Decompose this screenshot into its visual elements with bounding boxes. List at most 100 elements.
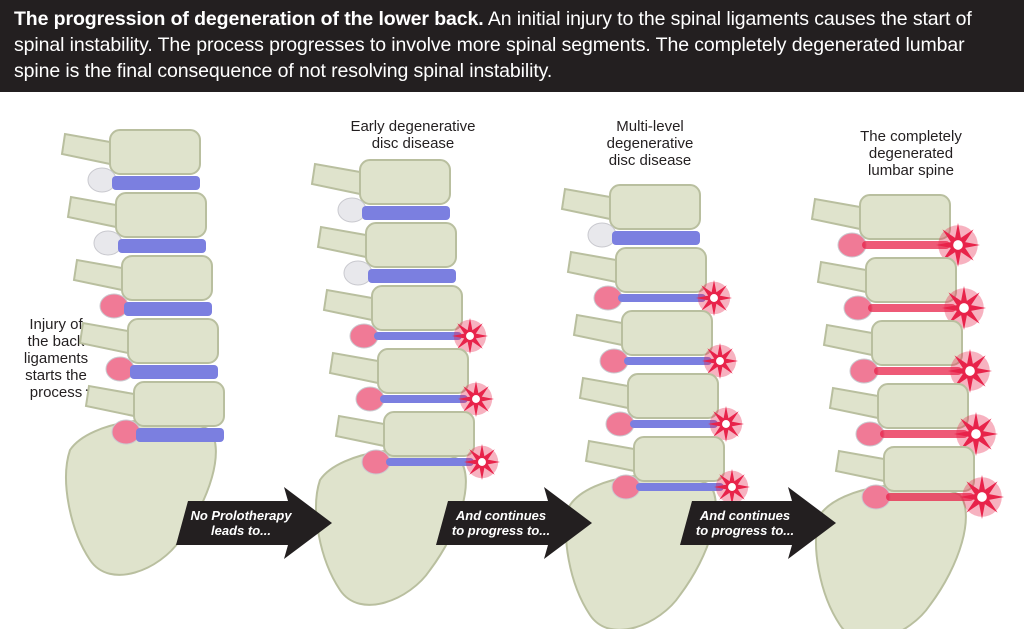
stage-label-line: The completely	[860, 128, 962, 145]
intervertebral-disc	[362, 206, 450, 220]
stage-label-complete: The completely degenerated lumbar spine	[826, 128, 996, 179]
injury-label-line: the back	[27, 333, 85, 350]
stage-label-line: degenerated	[868, 145, 954, 162]
intervertebral-disc	[368, 269, 456, 283]
stage-label-multilevel: Multi-level degenerative disc disease	[570, 118, 730, 169]
intervertebral-disc	[124, 302, 212, 316]
spine-healthy	[60, 129, 225, 576]
inflammation-core	[466, 332, 474, 340]
vertebra-process	[578, 376, 629, 410]
inflammation-burst-icon	[458, 381, 494, 417]
inflammation-burst-icon	[948, 349, 992, 393]
intervertebral-disc	[112, 176, 200, 190]
intervertebral-disc	[618, 294, 706, 302]
vertebra-body	[633, 436, 725, 482]
inflammation-burst-icon	[464, 444, 500, 480]
vertebra-body	[609, 184, 701, 230]
facet-ligament	[349, 323, 379, 349]
sacrum	[815, 483, 967, 629]
spine-early-degeneration	[310, 159, 500, 606]
stage-label-line: Multi-level	[616, 118, 684, 135]
stage-label-line: disc disease	[371, 135, 455, 152]
intervertebral-disc	[136, 428, 224, 442]
vertebra-process	[584, 439, 635, 473]
vertebra-body	[883, 446, 975, 492]
inflammation-core	[965, 366, 975, 376]
facet-ligament	[93, 230, 123, 256]
arrow-shape-icon	[436, 487, 592, 559]
intervertebral-disc	[612, 231, 700, 245]
vertebra-body	[871, 320, 963, 366]
inflammation-core	[710, 294, 718, 302]
intervertebral-disc	[386, 458, 474, 466]
vertebra-body	[859, 194, 951, 240]
facet-ligament	[837, 232, 867, 258]
vertebra-body	[877, 383, 969, 429]
vertebra-body	[865, 257, 957, 303]
inflammation-burst-icon	[960, 475, 1004, 519]
vertebra-process	[78, 321, 129, 355]
spine-multilevel-degeneration	[560, 184, 750, 629]
arrow-text-line: No Prolotherapy	[190, 508, 292, 523]
vertebra-body	[383, 411, 475, 457]
vertebra-process	[310, 162, 361, 196]
vertebra-body	[127, 318, 219, 364]
inflammation-burst-icon	[954, 412, 998, 456]
facet-ligament	[337, 197, 367, 223]
vertebra-body	[359, 159, 451, 205]
intervertebral-disc	[118, 239, 206, 253]
inflammation-core	[977, 492, 987, 502]
vertebra-process	[66, 195, 117, 229]
inflammation-core	[728, 483, 736, 491]
facet-ligament	[355, 386, 385, 412]
spine-complete-degeneration	[810, 194, 1004, 629]
arrow-shape-icon	[176, 487, 332, 559]
arrow-text-line: And continues	[455, 508, 547, 523]
inflammation-core	[971, 429, 981, 439]
intervertebral-disc	[862, 241, 950, 249]
facet-ligament	[849, 358, 879, 384]
intervertebral-disc	[874, 367, 962, 375]
intervertebral-disc	[636, 483, 724, 491]
intervertebral-disc	[630, 420, 718, 428]
facet-ligament	[843, 295, 873, 321]
caption-header: The progression of degeneration of the l…	[0, 0, 1024, 92]
facet-ligament	[111, 419, 141, 445]
vertebra-process	[60, 132, 111, 166]
intervertebral-disc	[374, 332, 462, 340]
injury-label: Injury of the back ligaments starts the …	[8, 316, 104, 401]
facet-ligament	[87, 167, 117, 193]
vertebra-process	[810, 197, 861, 231]
injury-label-line: ligaments	[23, 350, 89, 367]
stage-label-line: disc disease	[608, 152, 692, 169]
arrow-text: No Prolotherapy leads to...	[176, 487, 306, 559]
inflammation-core	[478, 458, 486, 466]
caption-body: An initial injury to the spinal ligament…	[14, 8, 972, 82]
inflammation-core	[472, 395, 480, 403]
progression-arrow-1: No Prolotherapy leads to...	[176, 487, 334, 559]
inflammation-core	[959, 303, 969, 313]
facet-ligament	[861, 484, 891, 510]
vertebra-process	[560, 187, 611, 221]
facet-ligament	[343, 260, 373, 286]
vertebra-body	[371, 285, 463, 331]
arrow-text: And continues to progress to...	[680, 487, 810, 559]
vertebra-process	[828, 386, 879, 420]
caption-title: The progression of degeneration of the l…	[14, 8, 484, 30]
facet-ligament	[599, 348, 629, 374]
vertebra-body	[365, 222, 457, 268]
injury-label-line: process	[29, 384, 83, 401]
injury-label-line: starts the	[25, 367, 87, 384]
arrow-text-line: to progress to...	[451, 523, 551, 538]
inflammation-burst-icon	[452, 318, 488, 354]
arrow-text-line: leads to...	[211, 523, 271, 538]
arrow-shape-icon	[680, 487, 836, 559]
intervertebral-disc	[868, 304, 956, 312]
inflammation-core	[716, 357, 724, 365]
stage-label-line: lumbar spine	[868, 162, 954, 179]
vertebra-process	[834, 449, 885, 483]
vertebra-process	[316, 225, 367, 259]
vertebra-body	[627, 373, 719, 419]
facet-ligament	[99, 293, 129, 319]
facet-ligament	[361, 449, 391, 475]
